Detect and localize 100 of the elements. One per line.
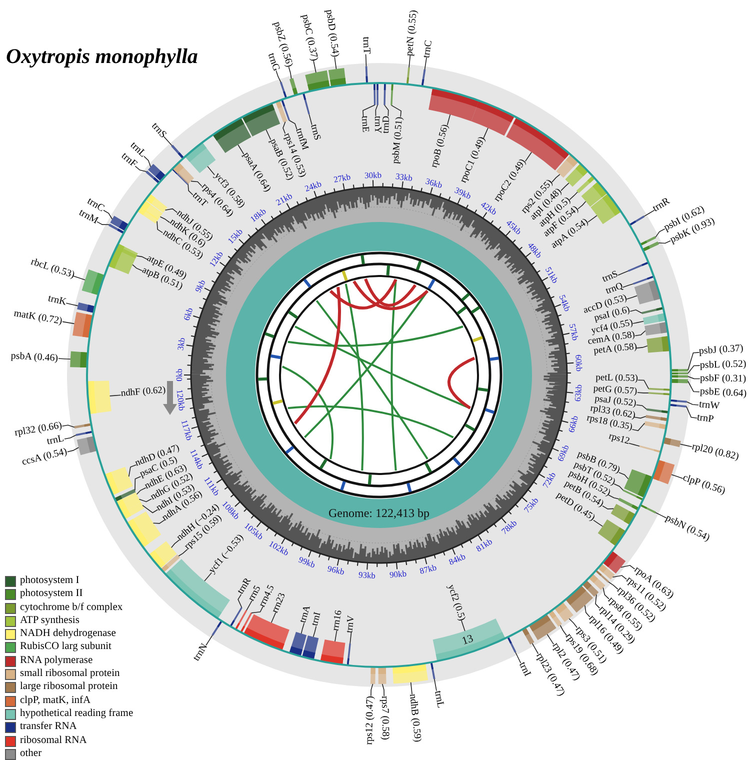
gene-label: psbN (0.54) <box>664 512 712 545</box>
leader-line <box>634 416 646 419</box>
leader-line <box>62 321 75 324</box>
leader-line <box>632 320 644 324</box>
gene-block <box>392 663 428 684</box>
gene-block <box>566 586 594 613</box>
leader-line <box>658 240 671 244</box>
kb-label: 48kb <box>525 240 544 260</box>
gene-block <box>76 430 93 436</box>
gene-label: rpoB (0.56) <box>430 124 453 170</box>
kb-label: 33kb <box>394 170 413 183</box>
leader-line <box>312 626 317 638</box>
gene-label: petL (0.53) <box>595 374 638 386</box>
gene-block <box>320 640 346 665</box>
gene-block <box>642 241 659 252</box>
leader-line <box>96 221 110 226</box>
legend-label: NADH dehydrogenase <box>20 627 116 640</box>
kb-label: 90kb <box>388 568 406 580</box>
leader-line <box>424 57 427 70</box>
gene-block <box>646 336 670 353</box>
gene-block <box>346 643 351 666</box>
leader-line <box>251 606 264 614</box>
leader-line <box>282 121 286 134</box>
gene-label: petA (0.58) <box>592 342 638 358</box>
gene-label: trnE <box>358 116 370 134</box>
gene-label: psbA (0.46) <box>10 350 59 364</box>
gene-label: psbC (0.37) <box>298 13 320 62</box>
gene-block <box>671 375 688 378</box>
kb-label: 93kb <box>358 569 376 580</box>
gene-block <box>212 118 252 154</box>
gene-block <box>610 504 636 525</box>
leader-line <box>577 201 586 210</box>
leader-line <box>612 575 627 580</box>
leader-line <box>671 474 684 479</box>
leader-line <box>461 620 466 632</box>
leader-line <box>636 345 648 348</box>
leader-line <box>206 634 213 646</box>
gene-block <box>390 83 394 106</box>
gene-block <box>646 408 669 414</box>
leader-line <box>584 605 590 618</box>
kb-label: 45kb <box>504 218 524 237</box>
kb-label: 66kb <box>566 414 580 434</box>
kb-label: 6kb <box>182 306 196 322</box>
leader-line <box>136 256 148 260</box>
leader-line <box>638 380 650 390</box>
gene-block <box>642 313 666 325</box>
leader-line <box>64 434 76 440</box>
leader-line <box>408 55 411 68</box>
leader-line <box>634 330 646 336</box>
gene-block <box>644 421 667 430</box>
leader-line <box>142 504 158 514</box>
leader-line <box>688 380 700 392</box>
gene-block <box>430 662 436 680</box>
leader-line <box>618 472 629 480</box>
leader-line <box>66 447 80 452</box>
leader-line <box>569 192 578 200</box>
leader-line <box>614 483 624 491</box>
kb-label: 75kb <box>522 495 540 515</box>
gene-block <box>87 380 112 414</box>
gene-label: psbL (0.52) <box>700 358 746 372</box>
gene-block <box>634 280 661 304</box>
leader-line <box>190 180 202 187</box>
leader-line <box>246 600 252 611</box>
gene-block <box>406 67 410 84</box>
repeat-count-label: 13 <box>461 633 476 650</box>
gene-label: psbJ (0.37) <box>698 343 744 358</box>
gene-label: trnI <box>310 612 326 628</box>
legend-label: photosystem II <box>20 587 83 600</box>
leader-line <box>552 174 560 183</box>
diagram-title: Oxytropis monophylla <box>6 44 198 69</box>
leader-line <box>410 682 412 695</box>
kb-label: 114kb <box>188 447 206 470</box>
leader-line <box>276 70 282 82</box>
gene-block <box>622 490 644 500</box>
leader-line <box>144 156 152 168</box>
leader-line <box>313 60 316 73</box>
gene-label: rpl20 (0.82) <box>690 440 740 464</box>
leader-line <box>188 184 194 196</box>
leader-line <box>134 476 142 491</box>
kb-label: 78kb <box>499 517 519 536</box>
leader-line <box>636 404 648 410</box>
leader-line <box>58 358 71 360</box>
gene-label: psbF (0.31) <box>700 372 746 386</box>
gene-block <box>648 392 670 396</box>
genome-size-label: Genome: 122,413 bp <box>328 506 430 520</box>
leader-line <box>680 444 692 448</box>
leader-line <box>632 422 646 432</box>
leader-line <box>602 587 610 600</box>
leader-line <box>204 572 212 582</box>
legend-label: small ribosomal protein <box>20 667 120 680</box>
leader-line <box>270 612 276 623</box>
gene-block <box>629 216 645 226</box>
gene-block <box>242 103 280 136</box>
gene-block <box>374 83 376 106</box>
leader-line <box>138 498 152 502</box>
gene-block <box>172 162 194 184</box>
gene-label: rbcL (0.53) <box>28 256 76 282</box>
legend-label: ATP synthesis <box>20 614 80 627</box>
gene-block <box>116 244 138 258</box>
gene-block <box>305 70 330 92</box>
